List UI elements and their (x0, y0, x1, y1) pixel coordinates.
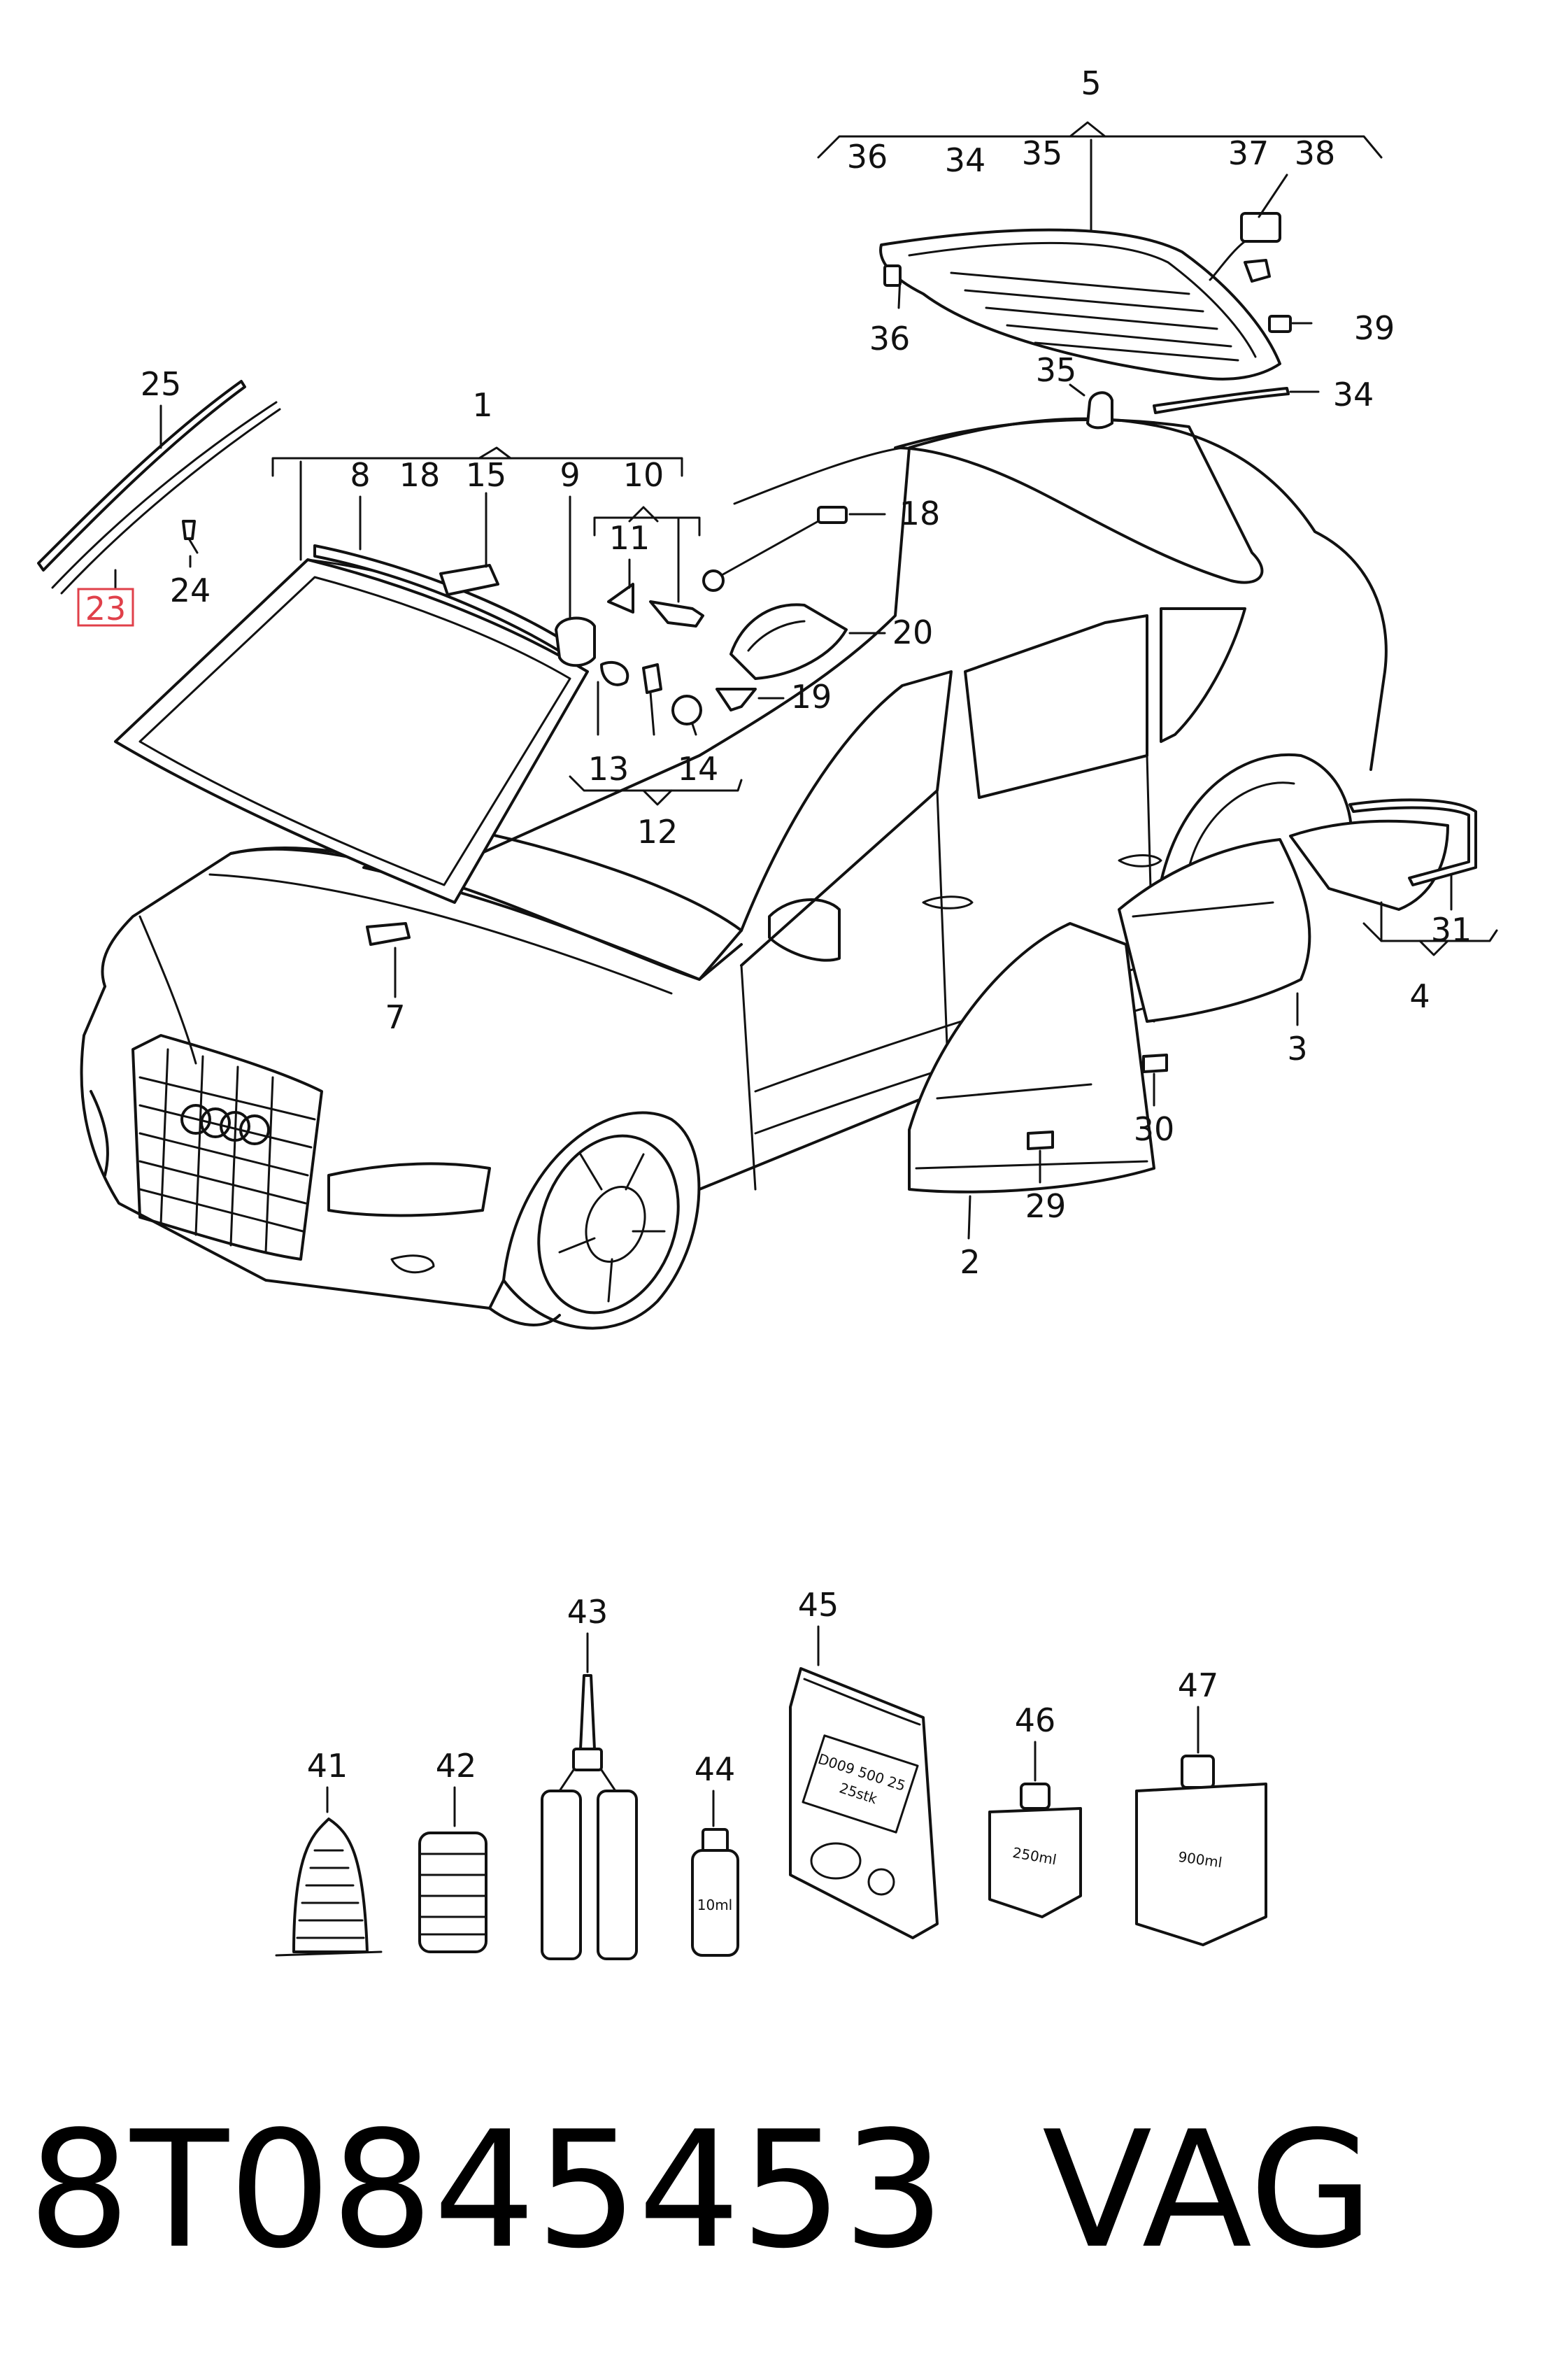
callout-41: 41 (307, 1747, 348, 1785)
callout-12: 12 (637, 813, 678, 851)
part-number: 8T0845453 (28, 2097, 945, 2284)
windshield (114, 544, 589, 904)
grille-mesh (138, 1048, 316, 1254)
brand-name: VAG (1042, 2097, 1374, 2284)
callout-46: 46 (1015, 1701, 1056, 1739)
door-glass (908, 798, 1477, 1193)
callout-44: 44 (695, 1750, 736, 1788)
callout-5: 5 (1081, 64, 1101, 102)
callout-14: 14 (678, 750, 719, 788)
callout-10: 10 (623, 456, 664, 494)
callout-18: 18 (399, 456, 441, 494)
leader-lines (114, 121, 1498, 1827)
callout-3: 3 (1287, 1030, 1307, 1068)
callout-11: 11 (609, 519, 650, 557)
consumables (275, 1667, 1267, 1960)
callout-30: 30 (1134, 1110, 1175, 1148)
callout-42: 42 (436, 1747, 477, 1785)
callout-19: 19 (791, 678, 832, 716)
callout-20: 20 (892, 614, 934, 651)
vial-label: 10ml (697, 1897, 733, 1913)
callout-4: 4 (1409, 977, 1430, 1015)
callout-35: 35 (1022, 134, 1063, 172)
callout-8: 8 (350, 456, 370, 494)
callout-34-trim: 34 (1333, 376, 1374, 413)
callout-15: 15 (466, 456, 507, 494)
callout-7: 7 (385, 998, 405, 1036)
mirror-mount-parts (366, 506, 848, 946)
callout-13: 13 (588, 750, 629, 788)
highlight-box-23 (77, 588, 134, 627)
callout-numbers: 1 8 18 15 9 10 11 13 14 12 18 20 19 7 25… (85, 64, 1472, 1788)
callout-25: 25 (141, 365, 182, 403)
callout-29: 29 (1025, 1187, 1067, 1225)
callout-38: 38 (1295, 134, 1336, 172)
a-pillar-trims (37, 380, 281, 595)
callout-45: 45 (798, 1586, 839, 1624)
defroster-lines (950, 271, 1239, 362)
callout-43: 43 (567, 1593, 608, 1631)
callout-47: 47 (1178, 1666, 1219, 1704)
rear-window (879, 212, 1292, 430)
callout-37: 37 (1228, 134, 1269, 172)
callout-39: 39 (1354, 309, 1395, 347)
callout-23: 23 (85, 590, 127, 628)
callout-31: 31 (1431, 911, 1472, 949)
callout-35-stopper: 35 (1036, 351, 1077, 389)
callout-1: 1 (472, 386, 492, 424)
brand-rings-icon (180, 1104, 270, 1145)
callout-36: 36 (847, 138, 888, 176)
callout-18-cable: 18 (899, 495, 941, 532)
callout-9: 9 (560, 456, 580, 494)
callout-2: 2 (960, 1243, 980, 1281)
callout-34: 34 (945, 141, 986, 179)
callout-36-clip: 36 (869, 320, 911, 357)
front-wheel (502, 1111, 701, 1330)
callout-24: 24 (170, 572, 211, 609)
